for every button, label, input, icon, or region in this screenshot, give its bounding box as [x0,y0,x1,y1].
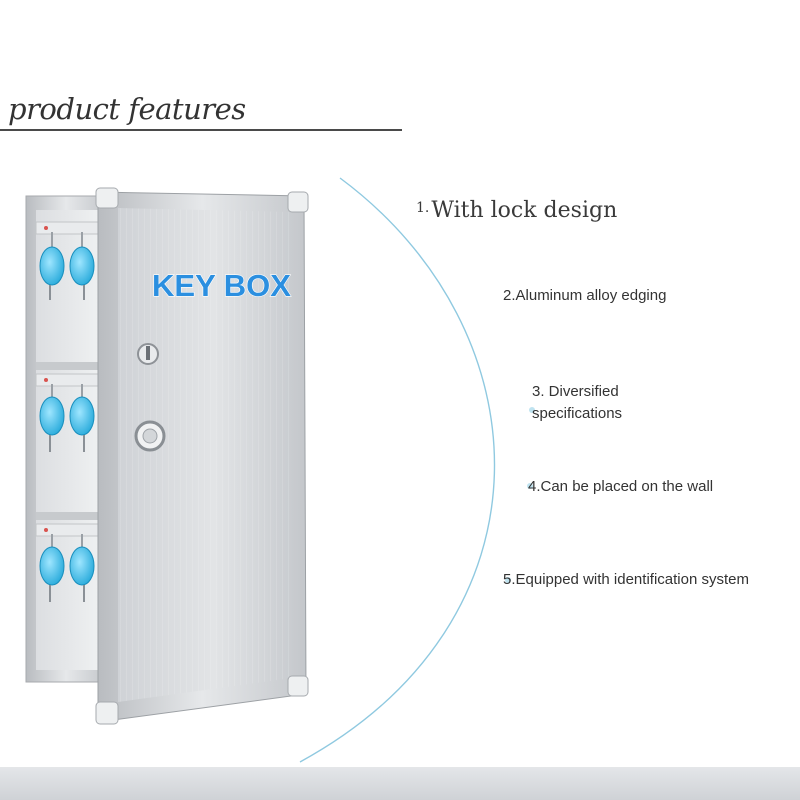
key-tags [39,226,95,602]
feature-1: 1.With lock design [416,198,617,223]
feature-4: 4.Can be placed on the wall [528,478,714,495]
feature-3: 3. Diversified specifications [532,381,622,425]
feature-1-number: 1. [416,200,430,216]
feature-3-line-1: 3. Diversified [532,383,619,400]
title-underline [0,129,402,131]
feature-2: 2.Aluminum alloy edging [503,287,667,304]
arc-marker-5 [505,577,511,583]
arc-marker-4 [527,483,533,489]
feature-1-label: With lock design [431,198,618,223]
cabinet-body [25,195,107,683]
arc-marker-3 [529,407,535,413]
feature-5: 5.Equipped with identification system [503,571,749,588]
bottom-band [0,767,800,800]
key-box-door [95,187,309,725]
key-box-brand-label: KEY BOX [152,268,291,303]
page-title: product features [8,92,246,126]
feature-3-line-2: specifications [532,405,623,422]
